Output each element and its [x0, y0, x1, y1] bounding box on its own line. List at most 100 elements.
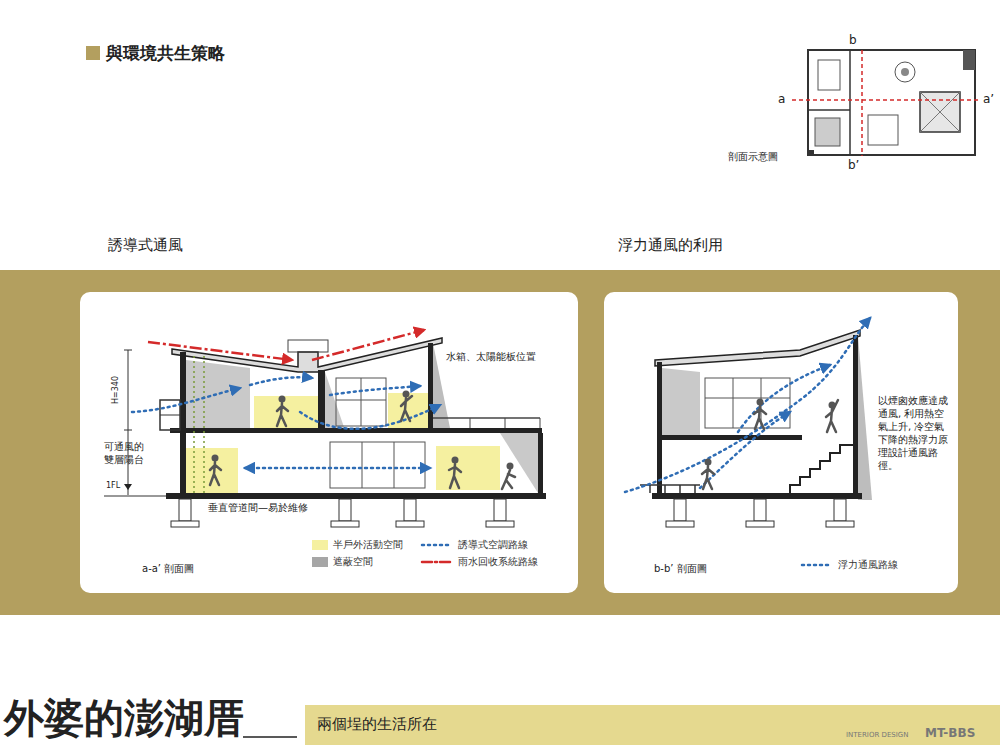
footer-rule [243, 736, 297, 738]
floor-plan [849, 50, 851, 155]
section-a-drawing [470, 418, 471, 428]
section-a-drawing [104, 330, 546, 527]
section-b-drawing [754, 406, 766, 429]
floor-plan [792, 99, 980, 101]
floor-plan [920, 92, 960, 132]
section-mark: b’ [848, 158, 859, 174]
section-b-drawing [702, 400, 838, 489]
section-b-drawing [700, 412, 790, 488]
legend-line-sample [420, 557, 454, 567]
section-a-drawing [449, 464, 461, 488]
section-a-drawing [394, 442, 395, 488]
section-a-drawing [148, 342, 292, 360]
section-heading: 誘導式通風 [108, 236, 183, 256]
floor-plan [861, 50, 863, 156]
section-a-drawing [500, 433, 538, 493]
section-a-drawing [433, 417, 540, 419]
section-b-drawing [826, 521, 854, 527]
section-a-drawing [330, 386, 420, 395]
section-b-drawing [640, 485, 700, 493]
legend-item: 半戶外活動空間 [312, 538, 403, 552]
section-a-drawing [160, 400, 180, 430]
section-heading: 浮力通風的利用 [618, 236, 723, 256]
project-name: 外婆的澎湖厝 [4, 696, 244, 740]
legend-line-sample [802, 564, 832, 567]
legend-text: 半戶外活動空間 [333, 538, 403, 552]
section-a-drawing [124, 484, 132, 490]
section-b-drawing [625, 318, 870, 492]
section-b-drawing [666, 499, 854, 527]
legend-text: 遮蔽空間 [333, 555, 373, 569]
legend-line-sample [800, 560, 834, 570]
section-a-drawing [104, 496, 166, 497]
section-a-drawing [428, 343, 433, 430]
section-a-drawing [277, 403, 288, 426]
legend-item: 浮力通風路線 [800, 558, 898, 572]
section-a-drawing [212, 455, 219, 462]
section-b-drawing [705, 459, 712, 466]
section-b-drawing [757, 399, 764, 406]
section-a-drawing [502, 470, 515, 489]
section-a-drawing [538, 433, 543, 493]
section-a-drawing [330, 378, 425, 488]
callout-note: 垂直管道間—易於維修 [208, 501, 308, 514]
section-a-drawing [193, 356, 195, 493]
legend-line-sample [422, 561, 452, 564]
legend-line-sample [420, 540, 454, 550]
section-b-drawing [652, 493, 862, 499]
section-b-drawing [738, 365, 830, 432]
legend-text: 浮力通風路線 [838, 558, 898, 572]
section-a-drawing [254, 396, 318, 428]
section-a-drawing [436, 446, 500, 490]
section-a-drawing [180, 352, 186, 498]
section-a-drawing [124, 430, 132, 431]
floor-plan [815, 118, 840, 146]
section-b-drawing [702, 466, 714, 489]
section-a-drawing [250, 377, 312, 385]
section-a-drawing [540, 418, 541, 428]
section-a-drawing [170, 428, 542, 433]
section-a-drawing [300, 405, 440, 429]
floor-plan [901, 68, 909, 76]
section-a-drawing [331, 521, 359, 527]
section-a-drawing [203, 356, 205, 493]
section-a-drawing [401, 396, 412, 421]
floor-plan [895, 62, 915, 82]
section-a-drawing [210, 462, 221, 485]
section-a-drawing [330, 442, 425, 488]
section-a-drawing [362, 442, 363, 488]
legend-swatch [312, 557, 328, 567]
section-b-drawing [662, 368, 700, 435]
legend-item: 誘導式空調路線 [420, 538, 528, 552]
floor-plan [920, 92, 960, 132]
note-text: 以煙囪效應達成通風, 利用熱空氣上升, 冷空氣下降的熱浮力原理設計通風路徑。 [878, 394, 952, 472]
section-b-drawing [705, 398, 790, 399]
callout-note: 水箱、太陽能板位置 [446, 350, 536, 363]
section-b-drawing [858, 336, 872, 500]
section-a-drawing [396, 521, 424, 527]
section-a-drawing [388, 393, 428, 428]
legend-text: 雨水回收系統路線 [458, 555, 538, 569]
section-b-drawing [754, 499, 766, 521]
section-b-drawing [733, 378, 734, 428]
section-a-drawing [166, 493, 546, 499]
floor-plan [868, 115, 898, 145]
section-b-drawing [664, 485, 666, 493]
floor-plan [808, 109, 850, 111]
watermark: INTERIOR DESIGN [846, 731, 909, 740]
section-b-drawing [705, 378, 790, 428]
section-b-drawing [694, 485, 696, 493]
section-b-drawing [657, 362, 662, 498]
title-bullet [86, 46, 100, 60]
dimension-label: H=340 [111, 375, 121, 405]
section-mark: a’ [983, 92, 994, 108]
section-b-drawing [625, 318, 870, 492]
section-a-drawing [403, 391, 410, 398]
section-b-drawing [657, 435, 802, 440]
section-a-drawing [486, 521, 514, 527]
section-b-drawing [834, 499, 846, 521]
section-mark: b [849, 33, 857, 49]
floor-plan [808, 150, 814, 155]
